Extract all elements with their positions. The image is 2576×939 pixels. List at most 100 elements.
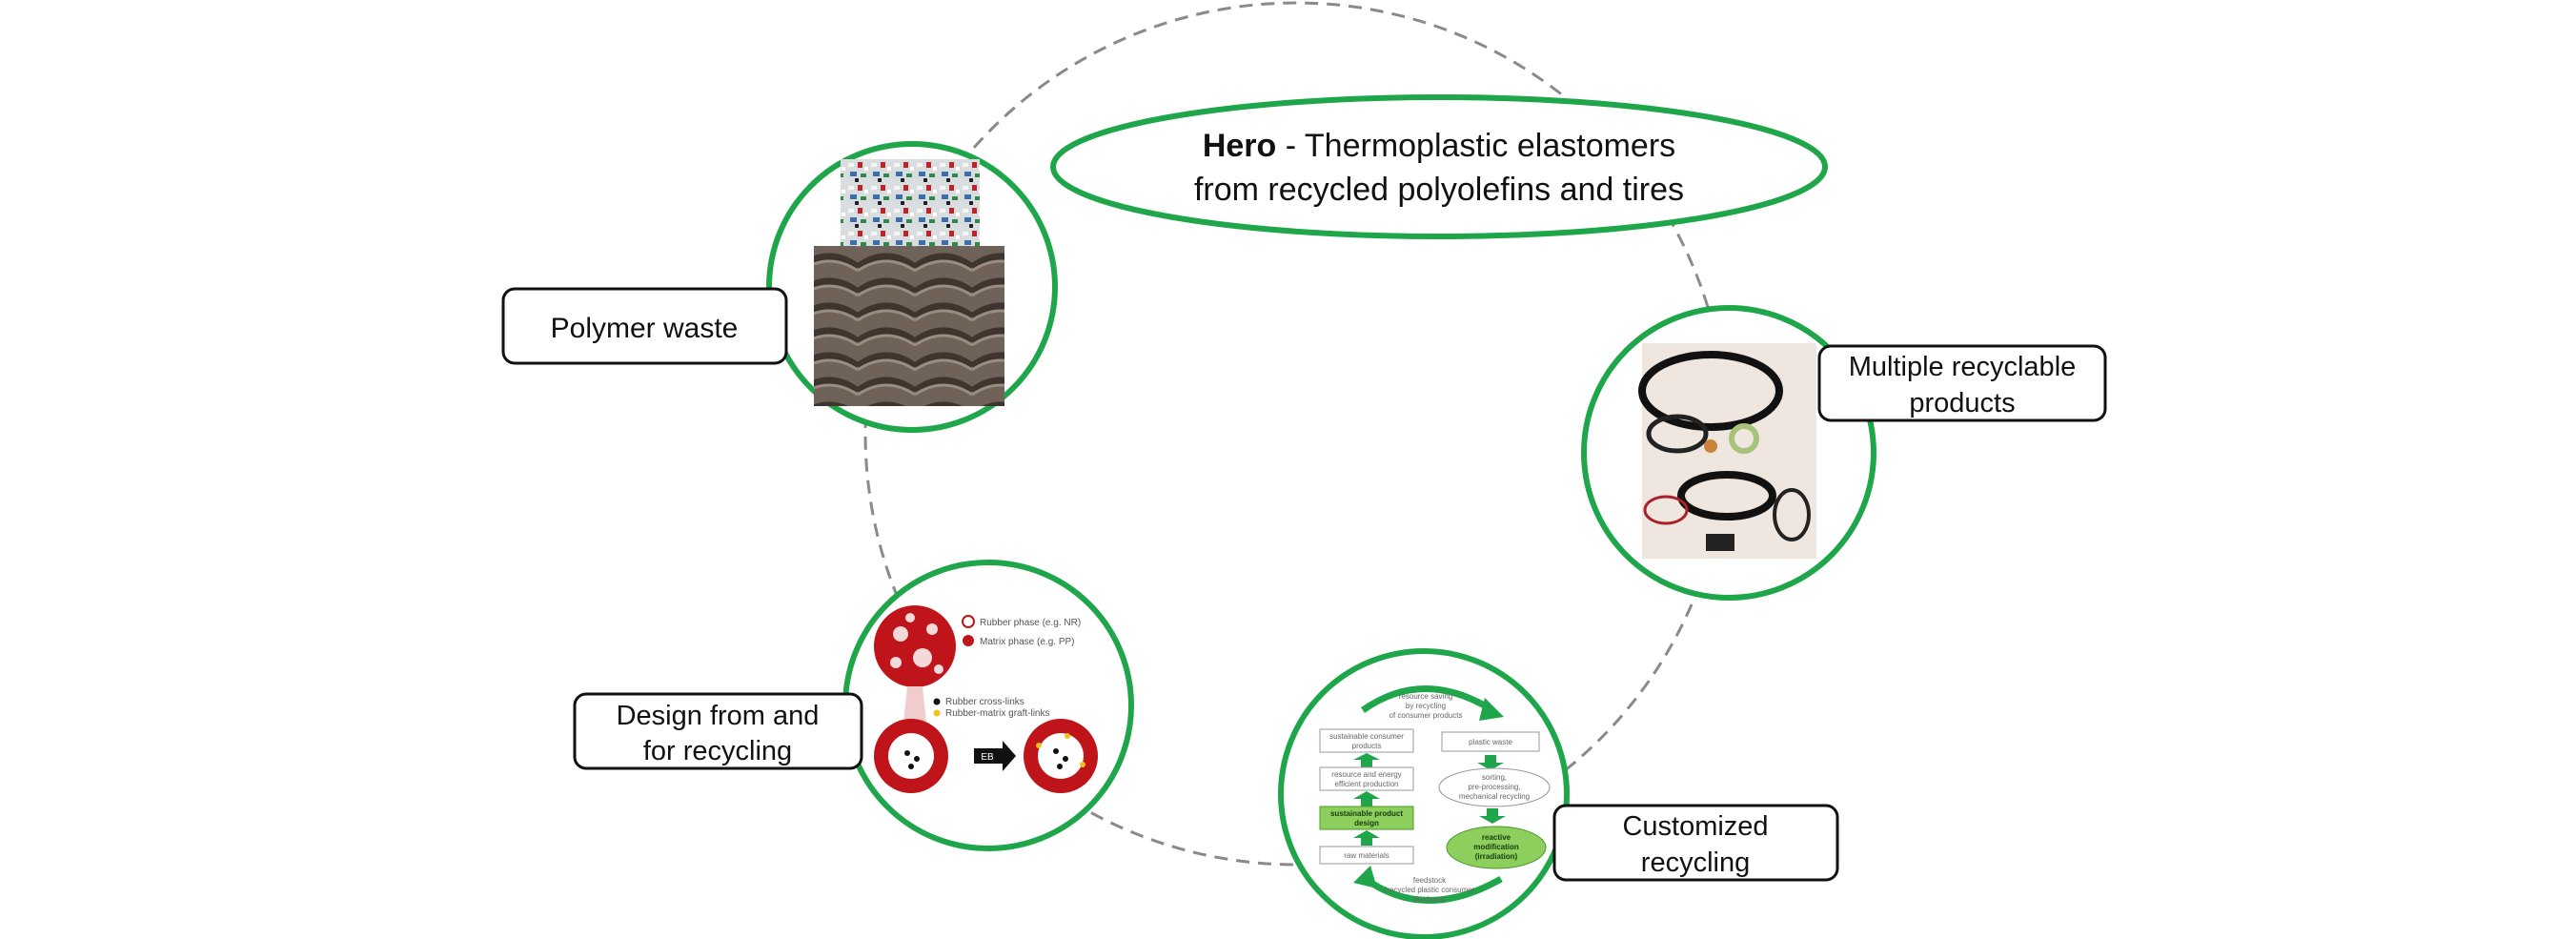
customized-label-line1: Customized (1622, 811, 1768, 842)
rubber-particle (926, 623, 938, 635)
crosslink-dot (904, 750, 910, 756)
sust-consumer-box (1319, 728, 1414, 753)
crosslink-dot (1063, 756, 1068, 762)
resource-saving-line3: of consumer products (1389, 711, 1463, 720)
resource-saving-line1: resource saving (1399, 692, 1452, 701)
sorting-line3: mechanical recycling (1459, 792, 1530, 801)
legend-graft-text: Rubber-matrix graft-links (945, 708, 1049, 719)
legend-crosslink-text: Rubber cross-links (945, 697, 1024, 707)
legend-rubber-text: Rubber phase (e.g. NR) (980, 618, 1081, 628)
up-arrow-3 (1353, 830, 1380, 846)
crosslink-dot (908, 764, 914, 769)
polymer-waste-node (766, 141, 1058, 433)
products-label-line2: products (1909, 388, 2015, 418)
reactive-line1: reactive (1482, 833, 1511, 842)
cycle-arrow-bottom-head (1353, 866, 1377, 888)
sorting-text: sorting,pre-processing,mechanical recycl… (1459, 773, 1530, 801)
sust-design-box (1319, 806, 1414, 830)
feedstock-line1: feedstock (1413, 876, 1447, 885)
graft-dot (1080, 762, 1085, 767)
rubber-block (1706, 534, 1734, 551)
customized-label-frame (1552, 804, 1839, 882)
design-label-box: Design from and for recycling (573, 692, 863, 770)
design-label-frame (573, 692, 863, 770)
reactive-line2: modification (1473, 843, 1519, 851)
gasket-square (1677, 471, 1776, 521)
design-node: Rubber phase (e.g. NR) Matrix phase (e.g… (842, 560, 1134, 851)
resource-saving-line2: by recycling (1406, 702, 1446, 710)
plastic-waste-box (1441, 731, 1540, 752)
products-node (1581, 305, 1876, 601)
sorting-ellipse (1438, 767, 1551, 807)
crosslink-dot (914, 756, 920, 762)
title-line1: Hero - Thermoplastic elastomers (1203, 128, 1675, 164)
crosslink-dot (1053, 748, 1059, 754)
products-label-box: Multiple recyclable products (1817, 344, 2107, 422)
up-arrow (1353, 753, 1380, 767)
title-rest: - Thermoplastic elastomers (1276, 128, 1675, 164)
oring-small (1773, 488, 1811, 541)
connector-shape (903, 686, 926, 723)
rubber-particle (913, 648, 932, 667)
rubber-particle (905, 613, 915, 623)
legend-matrix-text: Matrix phase (e.g. PP) (980, 637, 1074, 647)
rubber-particle (934, 664, 943, 674)
resource-energy-line2: efficient production (1334, 780, 1398, 788)
particle-before-eb-core (888, 733, 934, 779)
sust-consumer-line2: products (1352, 742, 1382, 750)
crosslink-dot (1057, 764, 1063, 769)
graft-dot (1065, 733, 1070, 739)
graft-dot (1036, 743, 1042, 748)
feedstock-line2: (recycled plastic consumer (1385, 886, 1475, 894)
title-bold: Hero (1203, 128, 1276, 164)
polymer-waste-label-box: Polymer waste (501, 287, 788, 365)
resource-energy-line1: resource and energy (1331, 770, 1401, 779)
sorting-line2: pre-processing, (1468, 783, 1520, 791)
eb-arrow (974, 741, 1016, 771)
legend-crosslink-marker (933, 698, 941, 705)
rubber-particle (893, 626, 908, 642)
polymer-waste-label-frame (501, 287, 788, 365)
products-label-frame (1817, 344, 2107, 422)
products-label-line1: Multiple recyclable (1849, 352, 2077, 382)
plastic-waste-text: plastic waste (1469, 738, 1512, 746)
tire-pile-image (814, 246, 1004, 406)
washer-orange (1704, 439, 1717, 453)
legend-rubber-marker (962, 615, 975, 628)
oring-red (1643, 495, 1689, 525)
title-group: Hero - Thermoplastic elastomers from rec… (1050, 94, 1828, 239)
particle-after-eb-core (1038, 733, 1084, 779)
cycle-arrow-top-head (1479, 698, 1504, 721)
sust-consumer-line1: sustainable consumer (1329, 732, 1404, 741)
cycle-arrow-top (1360, 685, 1494, 713)
sust-design-line1: sustainable product (1330, 809, 1403, 818)
title-ellipse (1050, 94, 1828, 239)
customized-label-line2: recycling (1641, 847, 1750, 878)
design-label-line2: for recycling (643, 736, 792, 766)
reactive-line3: (irradiation) (1475, 852, 1518, 861)
polymer-waste-label: Polymer waste (551, 313, 739, 344)
title-line2: from recycled polyolefins and tires (1194, 172, 1684, 208)
cycle-arrow-bottom (1360, 874, 1503, 904)
down-arrow (1477, 755, 1504, 770)
blend-morphology-top (874, 605, 956, 687)
oring-medium (1646, 414, 1709, 454)
washer-green (1729, 423, 1759, 454)
raw-materials-box (1319, 846, 1414, 865)
feedstock-line3: products) (1413, 895, 1446, 904)
reactive-ellipse (1446, 826, 1547, 869)
legend-graft-marker (933, 709, 941, 717)
sorting-line1: sorting, (1482, 773, 1507, 782)
legend-matrix-marker (963, 635, 974, 646)
eb-label: EB (981, 752, 994, 763)
customized-label-box: Customized recycling (1552, 804, 1839, 882)
sust-design-line2: design (1354, 819, 1379, 827)
design-label-line1: Design from and (617, 701, 820, 731)
